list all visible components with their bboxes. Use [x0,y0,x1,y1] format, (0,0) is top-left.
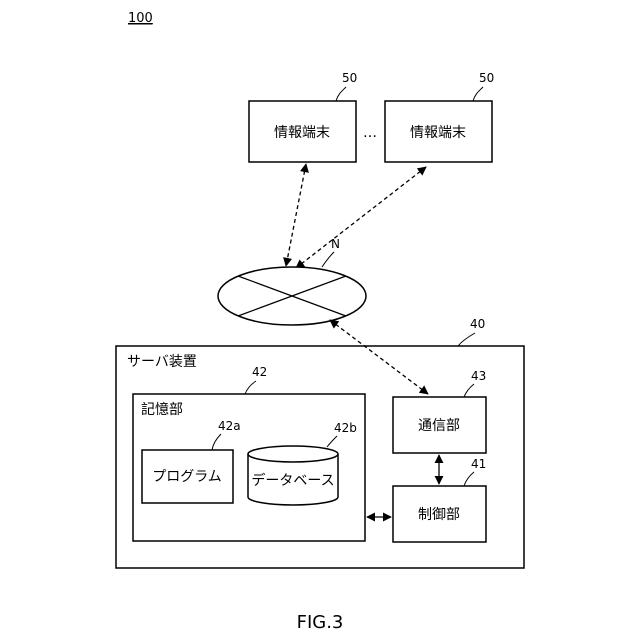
link-terminal-1-network [286,164,306,266]
control-label: 制御部 [418,507,460,523]
terminal-2-ref-leader [473,87,483,101]
terminal-2-ref: 50 [479,71,494,85]
comm-unit: 通信部 43 [393,369,486,453]
network: N [218,237,366,325]
server-ref-leader [458,333,475,346]
terminal-1-ref-leader [336,87,346,101]
control-ref-leader [464,472,474,486]
figure-caption: FIG.3 [297,612,344,633]
comm-ref: 43 [471,369,486,383]
terminal-1: 情報端末 50 [249,71,357,162]
terminal-2-label: 情報端末 [410,125,466,141]
network-ref-leader [322,252,334,267]
storage-unit: 記憶部 42 プログラム 42a データベース 42b [133,365,365,541]
program-ref-leader [212,434,221,450]
database-ref: 42b [334,421,357,435]
comm-label: 通信部 [418,418,460,434]
database-ref-leader [327,436,337,447]
storage-label: 記憶部 [141,401,183,418]
database-label: データベース [251,472,334,489]
terminal-1-label: 情報端末 [274,125,330,141]
server-ref: 40 [470,317,485,331]
terminal-2: 情報端末 50 [385,71,494,162]
program-ref: 42a [218,419,241,433]
control-ref: 41 [471,457,486,471]
storage-ref-leader [245,381,256,394]
network-ref: N [331,237,340,251]
link-network-comm [330,320,428,394]
terminal-1-ref: 50 [342,71,357,85]
link-terminal-2-network [296,167,426,268]
database: データベース 42b [248,421,357,505]
server-device: サーバ装置 40 記憶部 42 プログラム 42a データベース 42b [116,317,524,568]
ellipsis: … [363,125,377,141]
storage-ref: 42 [252,365,267,379]
program-label: プログラム [152,469,222,485]
server-label: サーバ装置 [127,354,197,370]
comm-ref-leader [464,384,474,397]
database-top [248,446,338,462]
